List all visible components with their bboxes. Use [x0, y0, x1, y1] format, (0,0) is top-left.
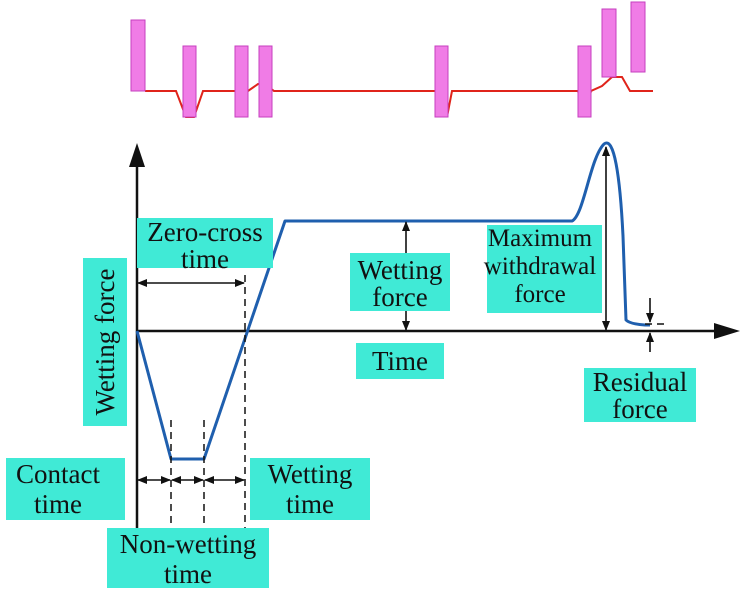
top-pulses	[130, 1, 646, 118]
y-axis-text: Wetting force	[90, 268, 120, 415]
residual-line2: force	[612, 394, 667, 424]
contact-time-line1: Contact	[16, 459, 100, 489]
zero-cross-label: Zero-cross time	[137, 217, 273, 274]
arrow-right-icon	[714, 323, 740, 339]
wetting-force-label: Wetting force	[350, 253, 450, 312]
max-withdrawal-line1: Maximum	[488, 225, 593, 252]
top-signal-strip	[130, 1, 653, 118]
wetting-time-line1: Wetting	[268, 459, 353, 489]
time-axis-label: Time	[356, 343, 444, 379]
wetting-force-line2: force	[372, 282, 427, 312]
max-withdrawal-label: Maximum withdrawal force	[484, 225, 602, 313]
max-withdrawal-line3: force	[514, 281, 565, 308]
wetting-time-line2: time	[286, 489, 334, 519]
arrow-up-icon	[129, 143, 145, 167]
contact-time-label: Contact time	[6, 458, 125, 520]
non-wetting-time-label: Non-wetting time	[107, 528, 269, 589]
wetting-time-label: Wetting time	[250, 458, 370, 520]
time-axis-text: Time	[372, 346, 428, 376]
dimension-arrows	[137, 146, 654, 484]
top-pulse	[234, 45, 249, 118]
non-wetting-line1: Non-wetting	[120, 529, 256, 559]
top-pulse	[577, 45, 592, 118]
top-pulse	[601, 8, 617, 78]
zero-cross-line2: time	[181, 244, 229, 274]
axes	[129, 143, 740, 535]
wetting-force-curve	[135, 141, 650, 461]
non-wetting-line2: time	[164, 559, 212, 589]
contact-time-line2: time	[34, 489, 82, 519]
max-withdrawal-line2: withdrawal	[484, 253, 597, 280]
top-signal-line	[145, 76, 653, 118]
residual-line1: Residual	[593, 367, 688, 397]
top-pulse	[130, 19, 146, 92]
wetting-force-line1: Wetting	[358, 255, 443, 285]
residual-force-label: Residual force	[584, 367, 696, 424]
top-pulse	[258, 45, 273, 118]
top-pulse	[630, 1, 646, 73]
top-pulse	[182, 45, 197, 118]
y-axis-label: Wetting force	[83, 258, 127, 426]
guide-lines	[170, 275, 668, 530]
top-pulse	[434, 45, 449, 118]
zero-cross-line1: Zero-cross	[147, 217, 262, 247]
